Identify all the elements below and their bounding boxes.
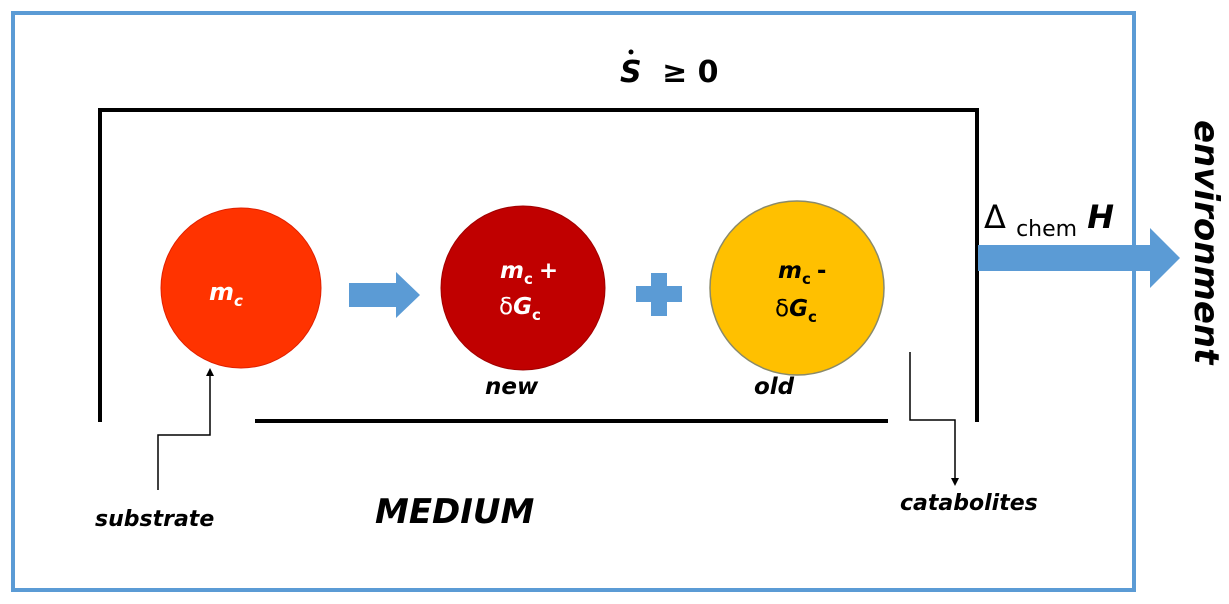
- entropy-dot-icon: [628, 49, 634, 55]
- cell-new: [440, 205, 606, 371]
- entropy-relation: ≥ 0: [662, 55, 718, 90]
- cell-parent: [160, 207, 322, 369]
- substrate-arrow: [157, 368, 214, 490]
- cell-old-line1: mc-: [778, 258, 826, 288]
- plus-icon: [636, 273, 682, 316]
- environment-arrow-icon: [978, 228, 1180, 288]
- enthalpy-label: Δ chem H: [984, 198, 1114, 244]
- old-label: old: [754, 374, 795, 400]
- cell-parent-label: mc: [209, 278, 243, 310]
- enthalpy-variable: H: [1087, 198, 1114, 236]
- medium-label: MEDIUM: [375, 492, 535, 532]
- enthalpy-subscript: chem: [1016, 217, 1077, 242]
- division-arrow-icon: [349, 272, 420, 318]
- environment-border: [11, 11, 1136, 592]
- substrate-label: substrate: [95, 507, 214, 532]
- entropy-symbol: S: [620, 55, 642, 90]
- catabolites-label: catabolites: [900, 491, 1038, 516]
- cell-new-line2: δGc: [499, 294, 541, 324]
- cell-new-line1: mc+: [500, 258, 558, 288]
- cell-old-line2: δGc: [775, 296, 817, 326]
- enthalpy-delta: Δ: [984, 198, 1006, 236]
- entropy-label: S ≥ 0: [620, 55, 719, 90]
- cell-boundary-top: [98, 108, 979, 422]
- environment-label: environment: [1186, 120, 1226, 366]
- new-label: new: [485, 374, 539, 400]
- catabolites-arrow: [909, 352, 959, 486]
- cell-old: [709, 200, 885, 376]
